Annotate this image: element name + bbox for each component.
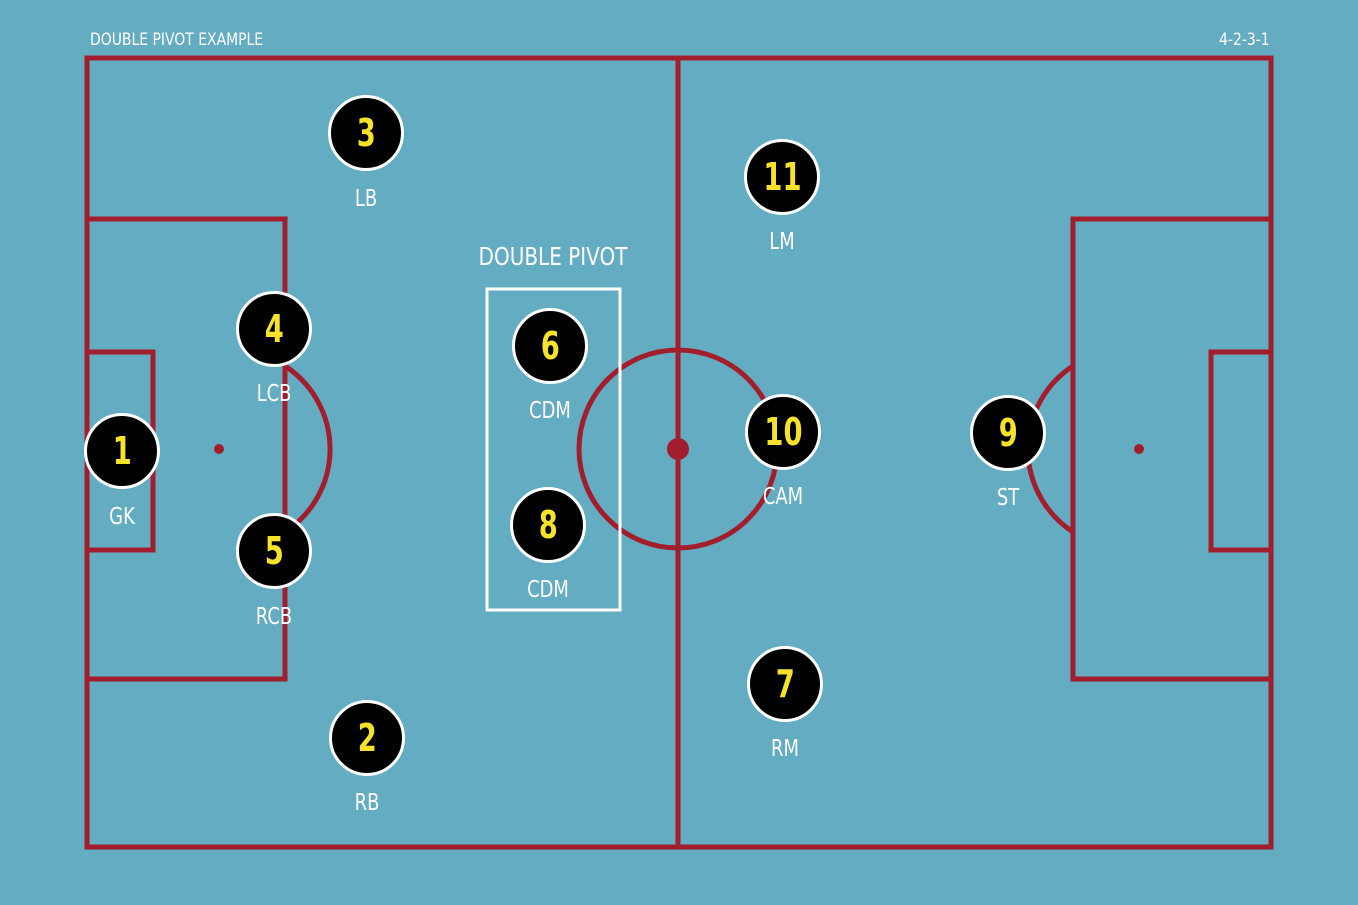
player-number: 7	[775, 662, 795, 706]
player-number: 9	[998, 411, 1018, 455]
player-marker-rcb: 5	[236, 513, 312, 589]
player-marker-cam: 10	[745, 394, 821, 470]
double-pivot-box	[485, 287, 622, 612]
right-six-yard-box	[1208, 349, 1274, 553]
player-marker-rb: 2	[329, 700, 405, 776]
player-number: 4	[264, 307, 284, 351]
player-number: 8	[538, 503, 558, 547]
position-label-lm: LM	[769, 229, 795, 255]
left-penalty-arc	[283, 363, 333, 535]
position-label-rb: RB	[354, 790, 380, 816]
position-label-cam: CAM	[762, 484, 804, 510]
player-number: 5	[264, 529, 284, 573]
position-label-cdm-8: CDM	[527, 577, 569, 603]
player-marker-cdm-6: 6	[512, 308, 588, 384]
player-number: 6	[540, 324, 560, 368]
position-label-rm: RM	[771, 736, 799, 762]
player-number: 2	[357, 716, 377, 760]
center-spot	[667, 438, 689, 460]
position-label-st: ST	[996, 485, 1020, 511]
player-number: 10	[763, 410, 803, 454]
player-marker-lcb: 4	[236, 291, 312, 367]
right-penalty-area	[1070, 216, 1274, 682]
diagram-title: DOUBLE PIVOT EXAMPLE	[90, 30, 264, 50]
position-label-gk: GK	[109, 504, 135, 530]
formation-label: 4-2-3-1	[1219, 30, 1270, 50]
player-marker-gk: 1	[84, 413, 160, 489]
player-marker-st: 9	[970, 395, 1046, 471]
player-marker-cdm-8: 8	[510, 487, 586, 563]
player-marker-lm: 11	[744, 139, 820, 215]
player-number: 1	[112, 429, 132, 473]
player-number: 3	[356, 111, 376, 155]
double-pivot-label: DOUBLE PIVOT	[478, 242, 628, 271]
position-label-rcb: RCB	[255, 604, 293, 630]
position-label-lb: LB	[354, 186, 378, 212]
player-number: 11	[762, 155, 802, 199]
position-label-cdm-6: CDM	[529, 398, 571, 424]
player-marker-lb: 3	[328, 95, 404, 171]
right-penalty-spot	[1134, 444, 1144, 454]
position-label-lcb: LCB	[256, 381, 292, 407]
left-penalty-spot	[214, 444, 224, 454]
player-marker-rm: 7	[747, 646, 823, 722]
